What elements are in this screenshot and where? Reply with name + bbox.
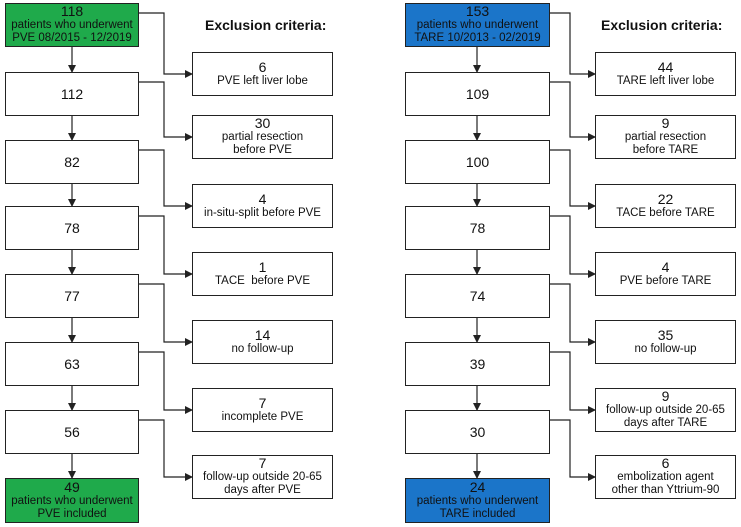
right-end-box: 24 patients who underwent TARE included	[405, 478, 550, 523]
right-start-line2: TARE 10/2013 - 02/2019	[414, 32, 541, 45]
right-start-count: 153	[465, 3, 490, 20]
left-count-box: 112	[5, 72, 139, 116]
exclusion-arrow	[550, 419, 596, 481]
exclusion-arrow	[550, 12, 596, 78]
exclusion-arrow	[550, 283, 596, 346]
right-start-line1: patients who underwent	[416, 19, 539, 32]
exclusion-arrow	[139, 283, 193, 346]
exclusion-arrow	[139, 149, 193, 210]
right-count-box: 39	[405, 342, 550, 386]
left-start-line2: PVE 08/2015 - 12/2019	[12, 32, 132, 45]
left-end-box: 49 patients who underwent PVE included	[5, 478, 139, 523]
left-count-box: 56	[5, 410, 139, 454]
left-start-line1: patients who underwent	[11, 19, 133, 32]
right-end-line2: TARE included	[439, 507, 516, 520]
exclusion-arrow	[550, 149, 596, 210]
right-count-box: 109	[405, 72, 550, 116]
right-end-line1: patients who underwent	[416, 494, 539, 507]
left-start-box: 118 patients who underwent PVE 08/2015 -…	[5, 3, 139, 47]
left-end-line2: PVE included	[37, 507, 107, 520]
exclusion-arrow	[139, 419, 193, 481]
exclusion-arrow	[550, 351, 596, 414]
left-end-count: 49	[64, 478, 80, 495]
exclusion-arrow	[550, 215, 596, 278]
exclusion-arrow	[139, 12, 193, 78]
exclusion-arrow	[139, 215, 193, 278]
right-count-box: 30	[405, 410, 550, 454]
right-count-box: 78	[405, 206, 550, 250]
right-end-count: 24	[469, 478, 486, 495]
right-exclusion-header: Exclusion criteria:	[601, 17, 723, 33]
left-count-box: 63	[5, 342, 139, 386]
left-count-box: 78	[5, 206, 139, 250]
right-start-box: 153 patients who underwent TARE 10/2013 …	[405, 3, 550, 47]
right-count-box: 100	[405, 140, 550, 184]
right-count-box: 74	[405, 274, 550, 318]
left-start-count: 118	[60, 3, 84, 20]
left-end-line1: patients who underwent	[11, 494, 133, 507]
left-exclusion-header: Exclusion criteria:	[205, 17, 327, 33]
exclusion-arrow	[550, 81, 596, 141]
exclusion-arrow	[139, 81, 193, 141]
left-count-box: 82	[5, 140, 139, 184]
exclusion-arrow	[139, 351, 193, 414]
left-count-box: 77	[5, 274, 139, 318]
